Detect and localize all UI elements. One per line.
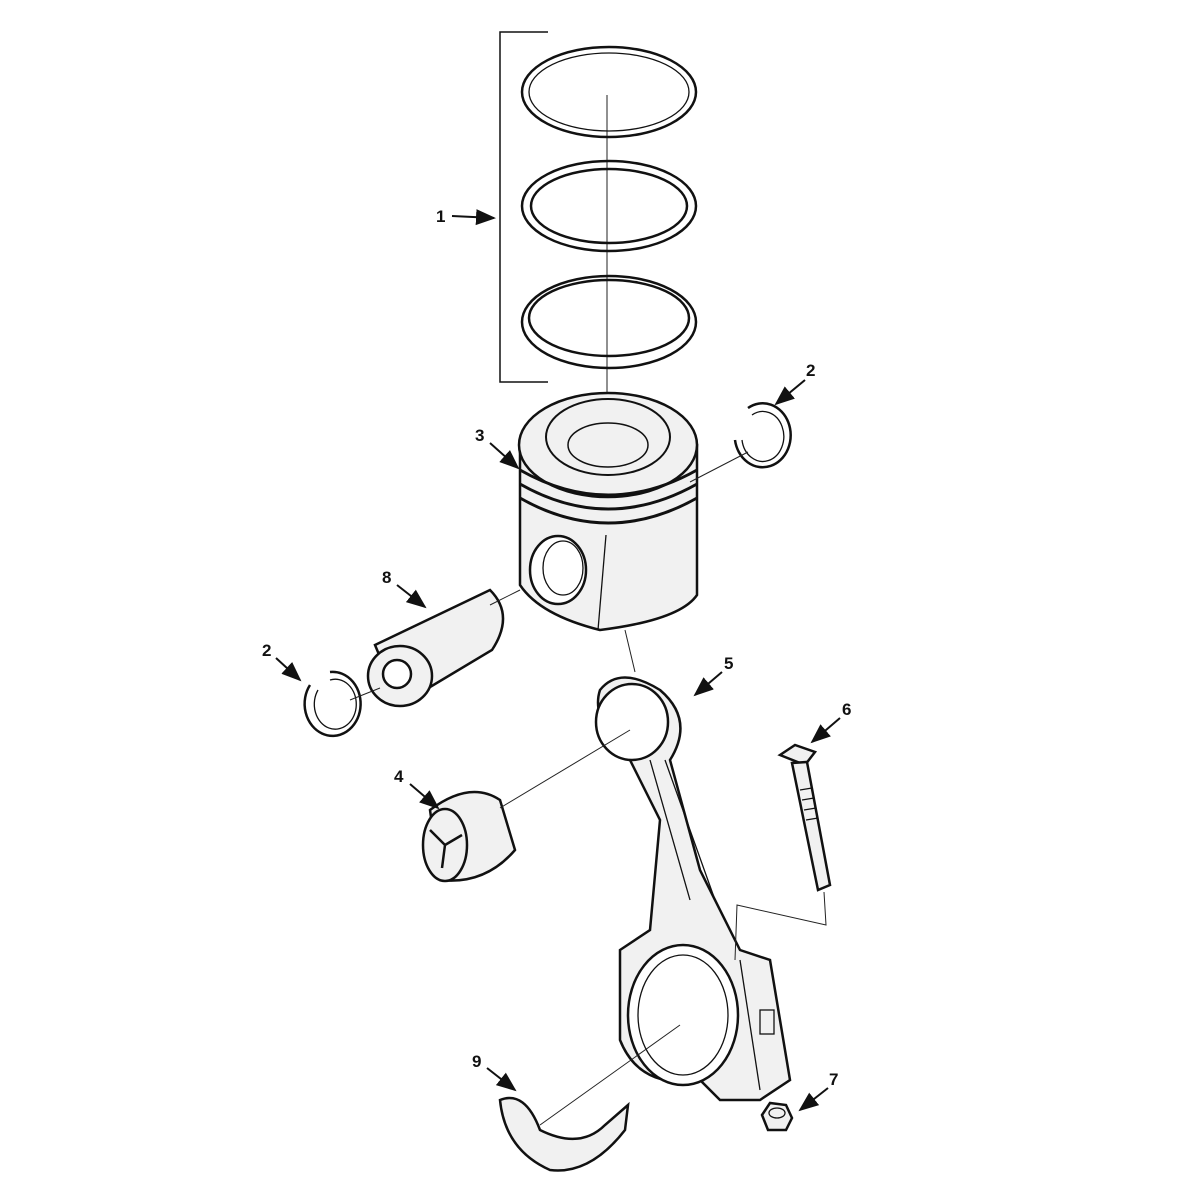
svg-text:5: 5 [724, 654, 733, 673]
svg-text:1: 1 [436, 207, 445, 226]
callout-8[interactable]: 8 [382, 568, 427, 609]
bearing-line [539, 1024, 681, 1126]
big-end-bearing [498, 1096, 630, 1172]
callout-2-snap-ring-left[interactable]: 2 [262, 641, 302, 682]
connecting-rod [594, 676, 792, 1102]
snap-ring-right-line [689, 451, 749, 483]
snap-ring-right [733, 402, 792, 469]
svg-text:2: 2 [806, 361, 815, 380]
callout-3[interactable]: 3 [475, 426, 520, 470]
ring-set-bracket [499, 31, 548, 383]
svg-text:6: 6 [842, 700, 851, 719]
snap-ring-left-line [349, 687, 381, 701]
callout-4[interactable]: 4 [394, 767, 440, 810]
callout-9[interactable]: 9 [472, 1052, 517, 1092]
callout-2-snap-ring-right[interactable]: 2 [774, 361, 815, 406]
bushing-line [499, 729, 631, 809]
callout-1[interactable]: 1 [436, 207, 496, 226]
snap-ring-left [303, 670, 362, 738]
small-end-bushing [421, 790, 517, 883]
callout-7[interactable]: 7 [798, 1070, 838, 1112]
rod-axis-line [624, 629, 636, 673]
svg-text:7: 7 [829, 1070, 838, 1089]
rod-nut [760, 1101, 794, 1132]
bolt-line [734, 891, 827, 961]
piston-pin [366, 588, 505, 708]
callout-5[interactable]: 5 [693, 654, 733, 697]
svg-text:4: 4 [394, 767, 404, 786]
svg-text:3: 3 [475, 426, 484, 445]
rod-bolt [777, 743, 832, 892]
piston-ring-top [520, 45, 698, 139]
svg-text:2: 2 [262, 641, 271, 660]
piston [517, 391, 699, 632]
piston-ring-middle [520, 159, 698, 253]
callout-6[interactable]: 6 [810, 700, 851, 744]
svg-text:8: 8 [382, 568, 391, 587]
piston-ring-oil [520, 274, 698, 370]
svg-text:9: 9 [472, 1052, 481, 1071]
pin-line [489, 589, 521, 606]
